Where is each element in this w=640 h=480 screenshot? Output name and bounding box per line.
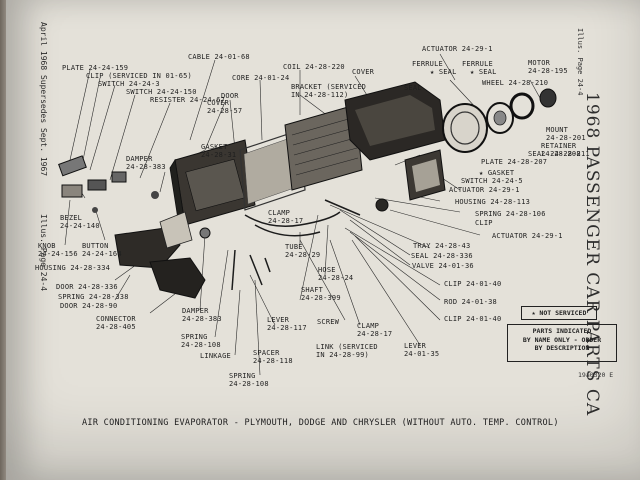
- control-parts-drawing: [58, 155, 159, 213]
- label-actuator: ACTUATOR 24-29-1: [422, 45, 493, 53]
- label-switch: SWITCH 24-24-5: [461, 177, 523, 185]
- left-margin-page-ref: Illus. Page 24-4: [39, 214, 48, 292]
- left-margin-date: April 1968 Supersedes Sept. 1967: [39, 22, 48, 177]
- legend-note-line: PARTS INDICATED: [532, 327, 592, 335]
- label-ferrule: FERRULE: [412, 60, 443, 68]
- legend-note-line: BY DESCRIPTION: [534, 344, 590, 352]
- label-housing: HOUSING 24-28-113: [455, 198, 531, 206]
- blower-housing-drawing: [344, 81, 557, 161]
- label-clip: CLIP (SERVICED IN 01-65): [86, 72, 192, 80]
- label-door: DOOR 24-28-90: [60, 302, 118, 310]
- label-cover: COVER: [352, 68, 375, 76]
- label-gasket: ★ GASKET: [479, 169, 515, 177]
- label-plate: PLATE 24-24-159: [62, 64, 129, 72]
- label-cable: CABLE 24-01-68: [188, 53, 250, 61]
- label-ferrule: FERRULE: [462, 60, 493, 68]
- switch-housing-drawing: [375, 149, 446, 212]
- side-heading: 1968 PASSENGER CAR PARTS CA: [582, 92, 602, 417]
- legend-not-serviced: ★ NOT SERVICED: [521, 306, 597, 320]
- label-housing: HOUSING 24-28-334: [35, 264, 111, 272]
- label-seal: SEAL 24-28-211: [528, 150, 590, 158]
- evaporator-housing-drawing: [169, 139, 256, 234]
- label-actuator: ACTUATOR 24-29-1: [449, 186, 520, 194]
- label-resister: RESISTER 24-24-67: [150, 96, 226, 104]
- figure-caption: AIR CONDITIONING EVAPORATOR - PLYMOUTH, …: [82, 418, 559, 428]
- linkage-drawing: [231, 199, 361, 291]
- label-actuator: ACTUATOR 24-29-1: [492, 232, 563, 240]
- label-door: DOOR 24-28-336: [56, 283, 118, 291]
- gasket-drawing: [239, 129, 306, 211]
- label-clip: CLIP 24-01-40: [444, 315, 502, 323]
- label-seal: ★ SEAL: [470, 68, 497, 76]
- label-switch: SWITCH 24-24-3: [98, 80, 160, 88]
- evaporator-coil-drawing: [284, 104, 363, 191]
- label-spring: SPRING 24-28-106: [475, 210, 546, 218]
- label-linkage: LINKAGE: [200, 352, 231, 360]
- duct-assembly-drawing: [114, 211, 211, 299]
- label-rod: ROD 24-01-38: [444, 298, 497, 306]
- label-door: DOOR: [221, 92, 239, 100]
- label-valve: VALVE 24-01-36: [412, 262, 474, 270]
- legend-note-line: BY NAME ONLY - ORDER: [522, 335, 602, 344]
- label-core: CORE 24-01-24: [232, 74, 290, 82]
- label-seal: ★ SEAL: [430, 68, 457, 76]
- label-spring: SPRING 24-28-338: [58, 293, 129, 301]
- legend-note: PARTS INDICATED BY NAME ONLY - ORDER BY …: [507, 324, 617, 362]
- reference-number: 19a0320 E: [578, 371, 614, 379]
- side-page-tab: Illus. Page 24-4: [576, 28, 584, 96]
- catalog-page: [6, 0, 640, 480]
- label-wheel: WHEEL 24-28-210: [482, 79, 549, 87]
- label-clip: CLIP 24-01-40: [444, 280, 502, 288]
- label-plate: PLATE 24-28-207: [481, 158, 548, 166]
- label-tray: TRAY 24-28-43: [413, 242, 471, 250]
- label-coil: COIL 24-28-220: [283, 63, 345, 71]
- label-switch: SWITCH 24-24-150: [126, 88, 197, 96]
- label-screw: SCREW: [317, 318, 340, 326]
- label-seal: SEAL 24-28-336: [411, 252, 473, 260]
- label-clip: CLIP: [475, 219, 493, 227]
- label-seal: SEAL: [404, 84, 422, 92]
